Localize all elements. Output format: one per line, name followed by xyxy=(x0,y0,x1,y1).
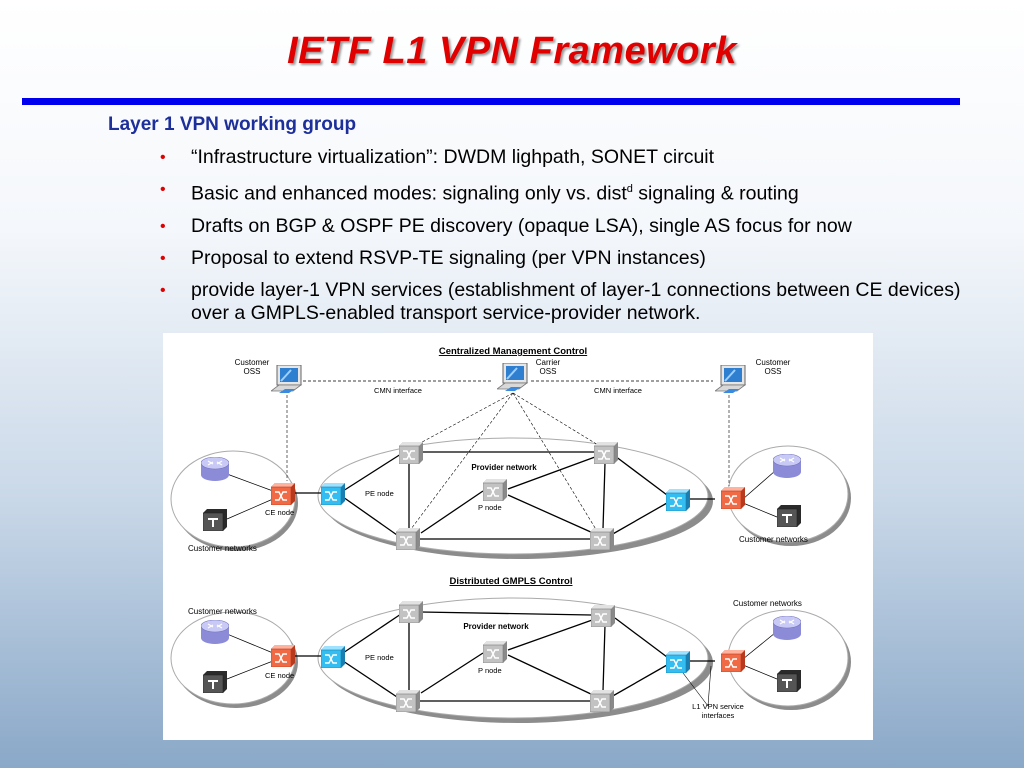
top-right-pe-icon xyxy=(666,489,690,511)
bottom-p-node-label: P node xyxy=(478,666,502,675)
bullet-superscript: d xyxy=(626,183,633,195)
top-p-node-label: P node xyxy=(478,503,502,512)
bullet-item: • Basic and enhanced modes: signaling onl… xyxy=(160,178,980,206)
bottom-p-switch-icon xyxy=(591,605,615,627)
top-provider-network-label: Provider network xyxy=(471,463,537,472)
top-heading: Centralized Management Control xyxy=(439,346,587,357)
bullet-text: Basic and enhanced modes: signaling only… xyxy=(191,182,627,205)
bullet-icon: • xyxy=(160,149,166,166)
bottom-right-ce-icon xyxy=(721,650,745,672)
top-management-links xyxy=(286,392,730,537)
bottom-p-switch-icon xyxy=(399,601,423,623)
bullet-text: “Infrastructure virtualization”: DWDM li… xyxy=(191,146,715,168)
carrier-oss-icon xyxy=(497,363,528,392)
bottom-customer-networks-left-label: Customer networks xyxy=(188,607,257,616)
bullet-item: • Drafts on BGP & OSPF PE discovery (opaq… xyxy=(160,215,980,238)
top-left-ce-icon xyxy=(271,483,295,505)
top-customer-links xyxy=(226,470,778,520)
network-diagram-svg: Centralized Management Control Customer … xyxy=(170,346,851,723)
bullet-icon: • xyxy=(160,181,166,198)
bullet-item: • “Infrastructure virtualization”: DWDM l… xyxy=(160,146,980,169)
bottom-left-terminal-icon xyxy=(203,671,227,693)
bottom-pe-node-label: PE node xyxy=(365,653,394,662)
top-p-center-switch-icon xyxy=(483,479,507,501)
top-carrier-oss-line2: OSS xyxy=(540,367,557,376)
top-p-switch-icon xyxy=(396,528,420,550)
top-customer-networks-right-label: Customer networks xyxy=(739,535,808,544)
top-customer-oss-left-line2: OSS xyxy=(244,367,261,376)
bottom-ce-node-label: CE node xyxy=(265,671,294,680)
bottom-p-switch-icon xyxy=(590,690,614,712)
top-ce-node-label: CE node xyxy=(265,508,294,517)
top-pe-node-label: PE node xyxy=(365,489,394,498)
bottom-p-center-switch-icon xyxy=(483,641,507,663)
top-provider-cloud xyxy=(317,437,709,555)
bottom-left-router-icon xyxy=(201,620,229,644)
top-customer-networks-left-label: Customer networks xyxy=(188,544,257,553)
bottom-network-links xyxy=(295,611,715,702)
bullet-icon: • xyxy=(160,249,166,267)
slide-title: IETF L1 VPN Framework xyxy=(287,30,737,72)
bottom-right-terminal-icon xyxy=(777,670,801,692)
top-right-ce-icon xyxy=(721,487,745,509)
bullet-text: Drafts on BGP & OSPF PE discovery (opaqu… xyxy=(191,214,852,237)
bottom-right-pe-icon xyxy=(666,651,690,673)
bullet-text: provide layer-1 VPN services (establishm… xyxy=(191,278,961,324)
top-customer-oss-right-line1: Customer xyxy=(756,358,791,367)
cmn-interface-right-label: CMN interface xyxy=(594,386,642,395)
top-customer-oss-left-line1: Customer xyxy=(235,358,270,367)
top-carrier-oss-line1: Carrier xyxy=(536,358,561,367)
bullet-list: • “Infrastructure virtualization”: DWDM l… xyxy=(160,146,980,334)
top-right-terminal-icon xyxy=(777,505,801,527)
bottom-provider-network-label: Provider network xyxy=(463,622,529,631)
bullet-item: • provide layer-1 VPN services (establish… xyxy=(160,279,980,325)
top-left-terminal-icon xyxy=(203,509,227,531)
bullet-item: • Proposal to extend RSVP-TE signaling (p… xyxy=(160,247,980,270)
bullet-icon: • xyxy=(160,281,166,299)
top-network-links xyxy=(295,451,715,540)
bullet-icon: • xyxy=(160,217,166,235)
top-customer-oss-right-line2: OSS xyxy=(765,367,782,376)
bottom-customer-links xyxy=(226,632,778,680)
cmn-interface-left-label: CMN interface xyxy=(374,386,422,395)
top-p-switch-icon xyxy=(590,528,614,550)
customer-oss-left-icon xyxy=(271,365,302,394)
bottom-p-switch-icon xyxy=(396,690,420,712)
l1vpn-interface-pointers xyxy=(682,665,712,707)
bullet-text: Proposal to extend RSVP-TE signaling (pe… xyxy=(191,246,706,269)
top-p-switch-icon xyxy=(594,442,618,464)
l1vpn-label-line2: interfaces xyxy=(702,711,735,720)
slide-subtitle: Layer 1 VPN working group xyxy=(108,114,357,135)
top-right-router-icon xyxy=(773,454,801,478)
network-diagram: Centralized Management Control Customer … xyxy=(163,333,873,740)
top-left-router-icon xyxy=(201,457,229,481)
bottom-left-pe-icon xyxy=(321,646,345,668)
title-underline xyxy=(22,98,960,105)
bottom-customer-networks-right-label: Customer networks xyxy=(733,599,802,608)
top-p-switch-icon xyxy=(399,442,423,464)
bottom-right-router-icon xyxy=(773,616,801,640)
bullet-text-tail: signaling & routing xyxy=(632,182,799,205)
bottom-heading: Distributed GMPLS Control xyxy=(450,576,573,587)
bottom-left-ce-icon xyxy=(271,645,295,667)
customer-oss-right-icon xyxy=(715,365,746,394)
l1vpn-label-line1: L1 VPN service xyxy=(692,702,744,711)
top-left-pe-icon xyxy=(321,483,345,505)
